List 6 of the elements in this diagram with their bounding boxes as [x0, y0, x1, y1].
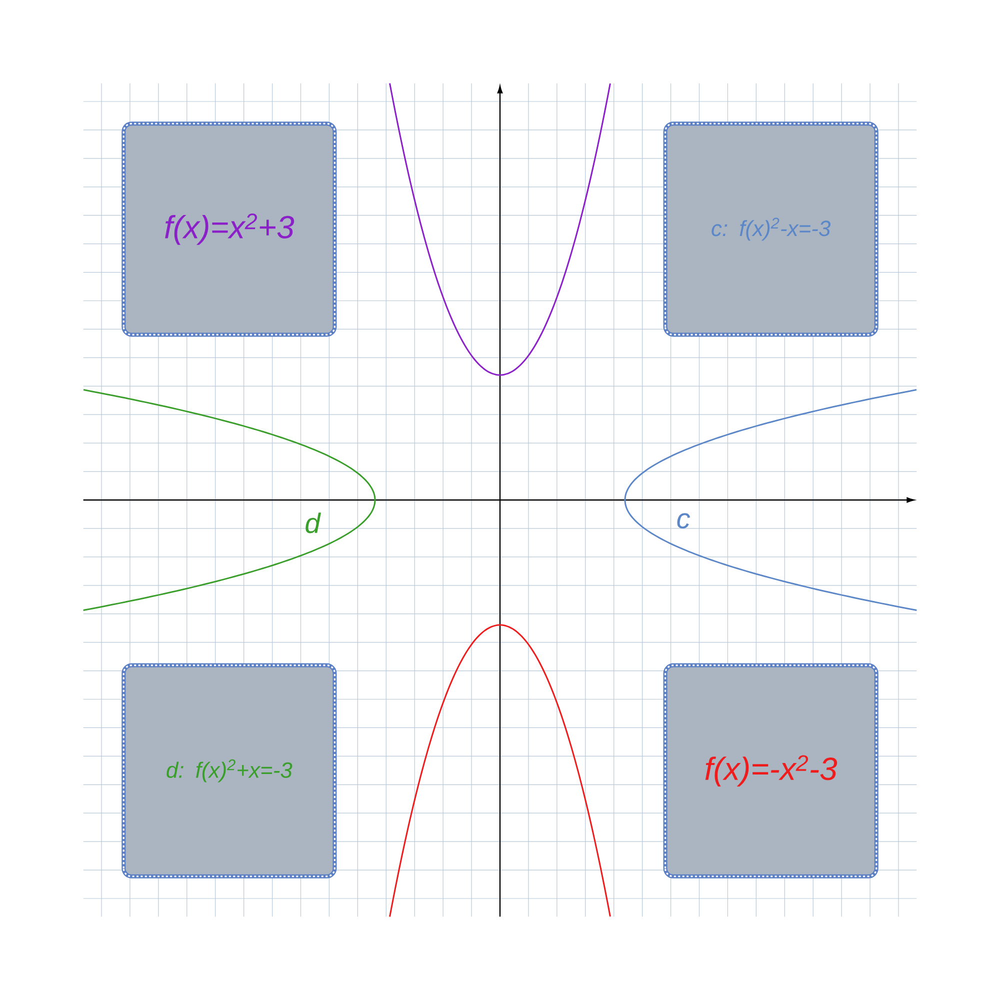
formula-box: c: f(x)$^{2}$-x=-3: [663, 122, 878, 337]
curve-label: c: [677, 513, 690, 528]
formula-box: f(x)=-x$^{2}$-3: [663, 663, 878, 878]
formula-box: d: f(x)$^{2}$+x=-3: [122, 663, 337, 878]
curve-label: d: [306, 512, 322, 534]
formula-box: f(x)=x$^{2}$+3: [122, 122, 337, 337]
